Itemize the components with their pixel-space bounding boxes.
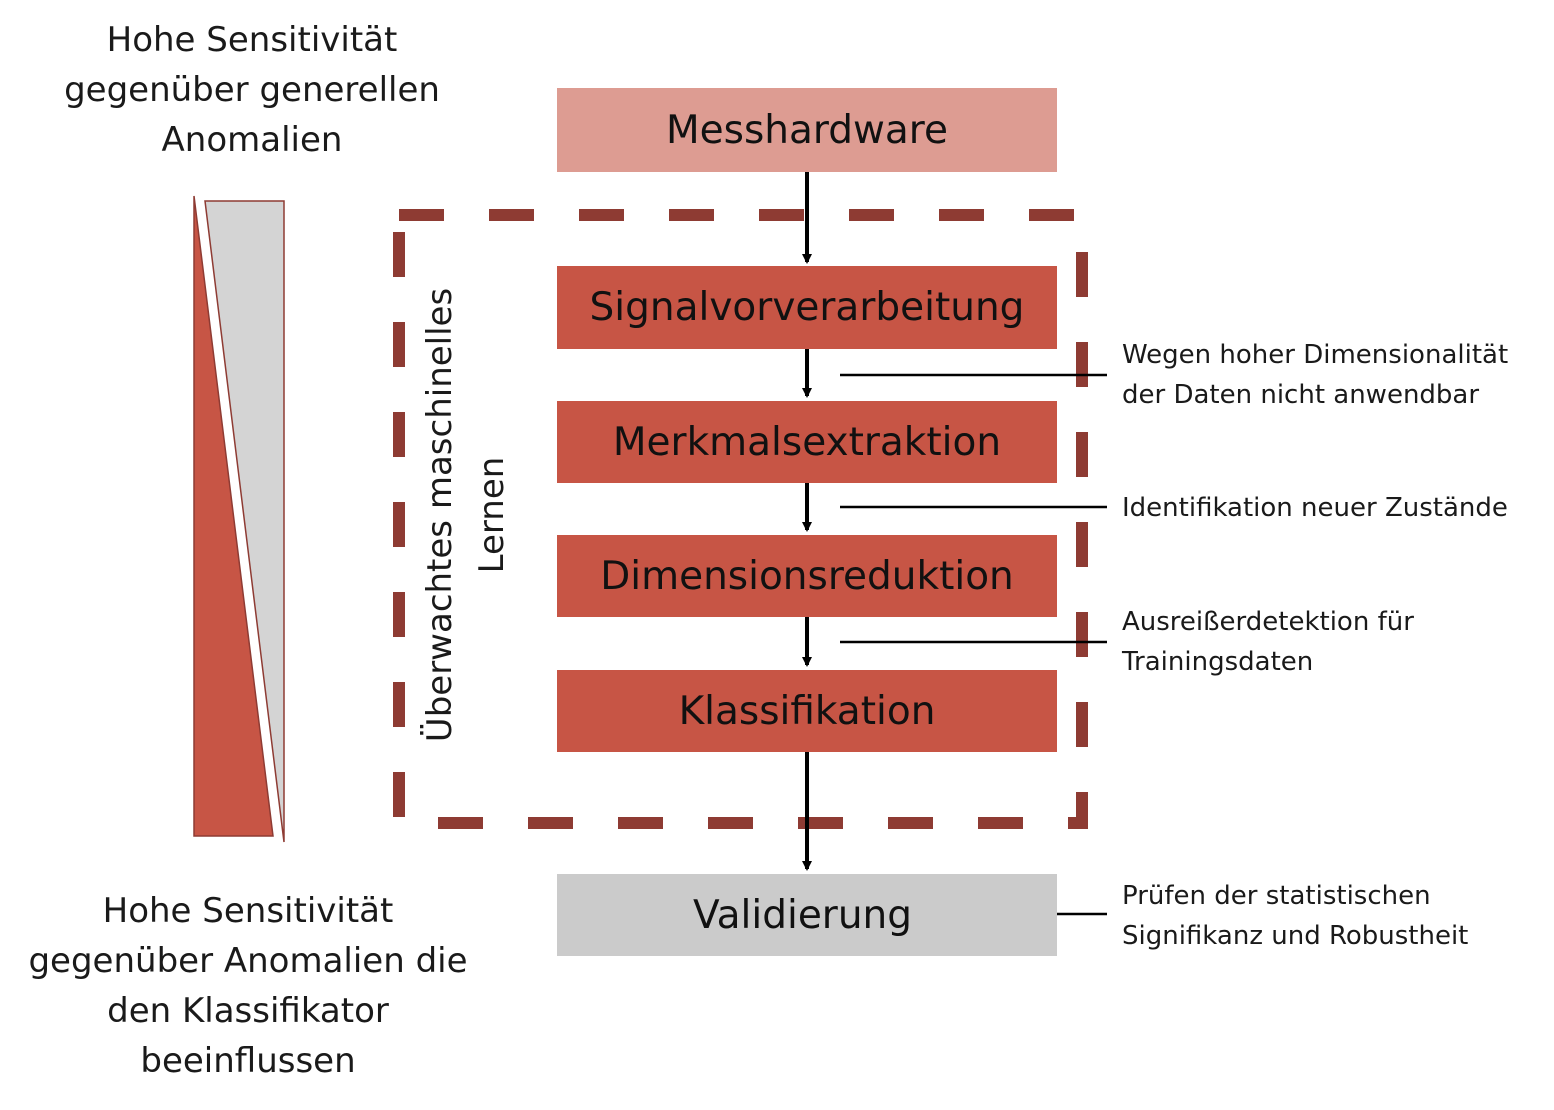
step-validierung-label: Validierung [693,892,913,938]
step-signalvorverarbeitung: Signalvorverarbeitung [557,266,1057,349]
note-new-states: Identifikation neuer Zustände [1122,493,1508,523]
ml-region-frame [393,209,1088,829]
note-outliers: Ausreißerdetektion für Trainingsdaten [1122,607,1414,677]
ml-region-label: Überwachtes maschinelles Lernen [420,287,512,743]
step-klassifikation: Klassifikation [557,670,1057,752]
note-significance: Prüfen der statistischen Signifikanz und… [1122,881,1469,951]
step-messhardware: Messhardware [557,88,1057,172]
note-dimensionality: Wegen hoher Dimensionalität der Daten ni… [1122,340,1509,410]
step-dimensionsreduktion: Dimensionsreduktion [557,535,1057,617]
step-validierung: Validierung [557,874,1057,956]
sensitivity-wedge-red [193,195,274,837]
sensitivity-wedge-grey [204,200,285,843]
bottom-caption: Hohe Sensitivität gegenüber Anomalien di… [28,891,468,1081]
top-caption: Hohe Sensitivität gegenüber generellen A… [64,20,440,160]
step-merkmalsextraktion: Merkmalsextraktion [557,401,1057,483]
